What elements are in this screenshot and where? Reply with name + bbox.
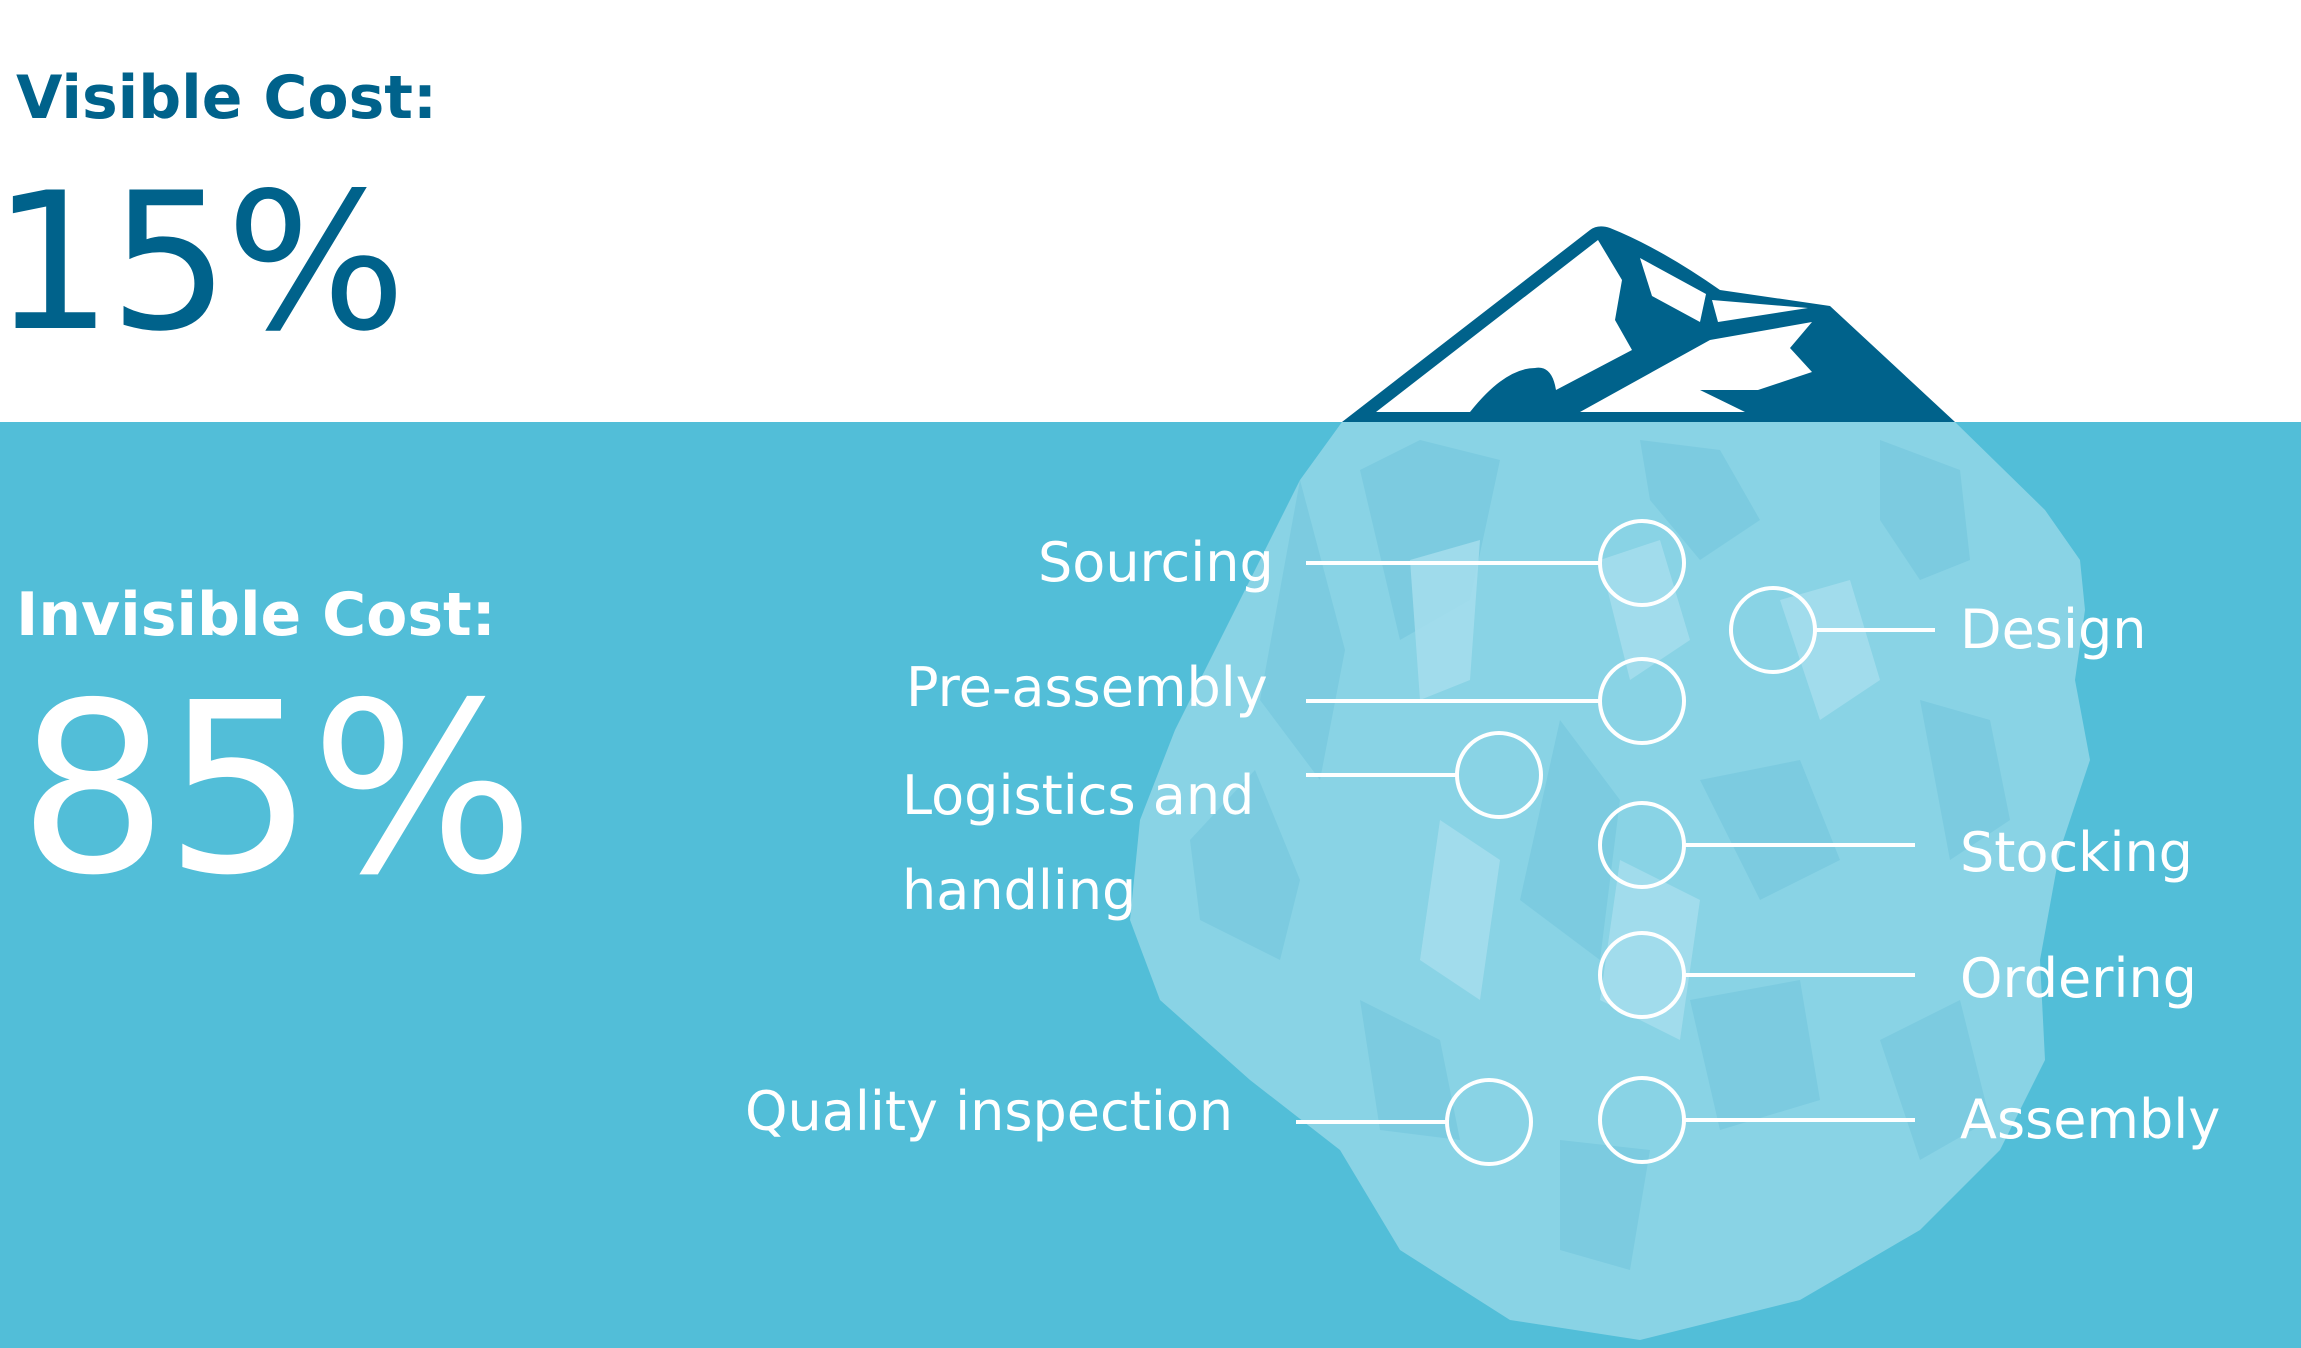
iceberg-highlights — [1410, 540, 1880, 1040]
node-pre-assembly — [1598, 657, 1686, 745]
iceberg-tip — [1342, 226, 1955, 422]
visible-cost-heading: Visible Cost: — [16, 63, 437, 133]
surface-area — [0, 0, 2301, 422]
label-ordering: Ordering — [1960, 947, 2197, 1010]
label-stocking: Stocking — [1960, 821, 2193, 884]
invisible-cost-heading: Invisible Cost: — [16, 580, 496, 650]
label-design: Design — [1960, 598, 2147, 661]
label-assembly: Assembly — [1960, 1088, 2221, 1151]
label-pre-assembly: Pre-assembly — [906, 656, 1268, 719]
node-sourcing — [1598, 519, 1686, 607]
label-logistics-and-handling: Logistics and handling — [902, 764, 1255, 922]
node-logistics — [1455, 731, 1543, 819]
connectors — [1296, 519, 1935, 1166]
visible-cost-percent: 15% — [0, 152, 406, 373]
node-assembly — [1598, 1076, 1686, 1164]
label-quality-inspection: Quality inspection — [745, 1080, 1234, 1143]
node-quality — [1445, 1078, 1533, 1166]
node-stocking — [1598, 801, 1686, 889]
node-design — [1729, 586, 1817, 674]
node-ordering — [1598, 931, 1686, 1019]
label-sourcing: Sourcing — [1038, 531, 1274, 594]
invisible-cost-percent: 85% — [18, 652, 535, 927]
